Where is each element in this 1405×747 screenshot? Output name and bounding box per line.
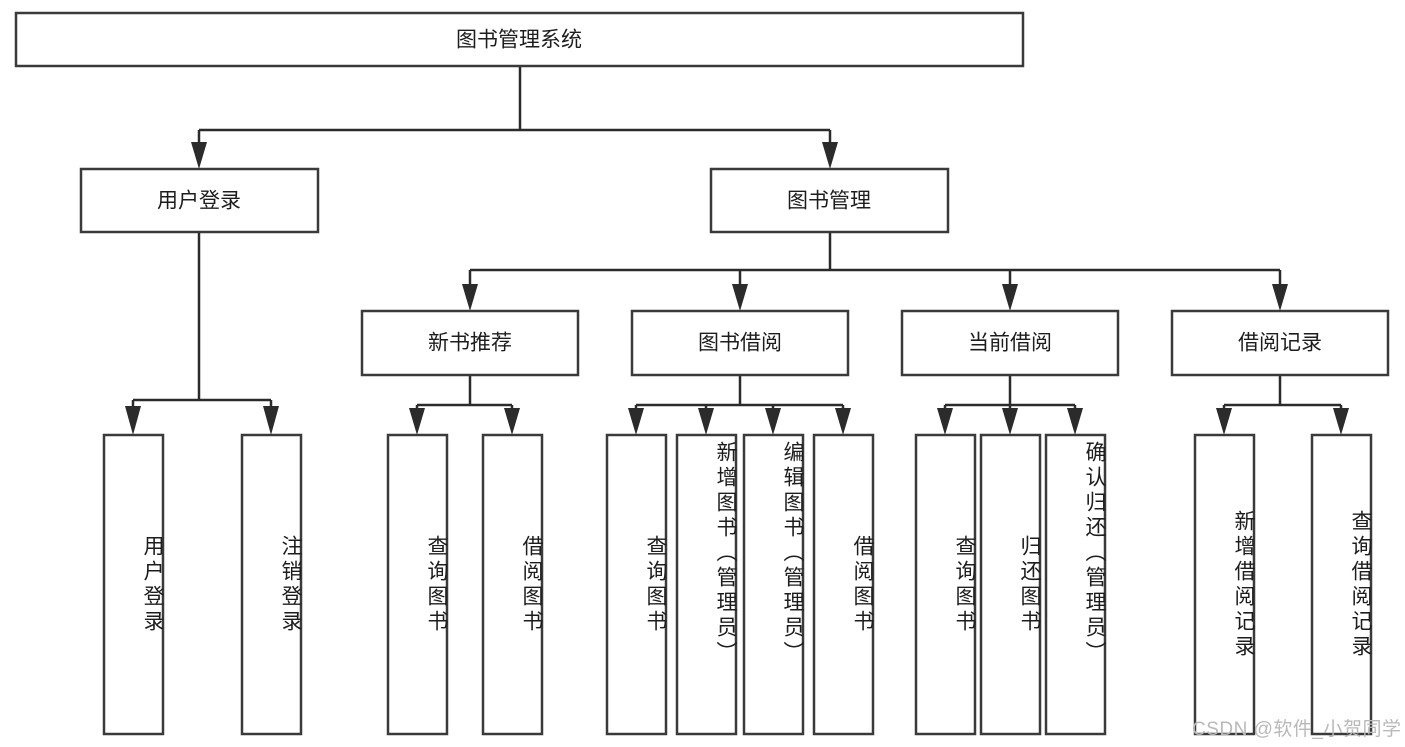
- node-book-borrow-label: 图书借阅: [698, 332, 782, 355]
- arrow-head-leaf-current-borrow-1: [937, 408, 953, 435]
- csdn-watermark: CSDN @软件_小贺同学: [1192, 719, 1402, 740]
- arrow-head-leaf-new-book-1: [409, 408, 425, 435]
- arrow-head-book-borrow: [732, 284, 748, 311]
- leaf-boxes: [102, 433, 1373, 736]
- node-new-book-recommend[interactable]: 新书推荐: [360, 309, 580, 377]
- node-new-book-recommend-box[interactable]: [360, 309, 580, 377]
- node-new-book-recommend-label: 新书推荐: [428, 332, 512, 355]
- arrow-head-leaf-book-borrow-1: [628, 408, 644, 435]
- arrow-head-book-mgmt: [822, 142, 838, 169]
- leaf-box-user-login-2[interactable]: [240, 433, 303, 736]
- node-borrow-record[interactable]: 借阅记录: [1170, 309, 1390, 377]
- leaf-box-book-borrow-4[interactable]: [812, 433, 875, 736]
- node-current-borrow[interactable]: 当前借阅: [900, 309, 1120, 377]
- node-user-login[interactable]: 用户登录: [79, 167, 320, 234]
- node-root[interactable]: 图书管理系统: [14, 11, 1025, 68]
- node-user-login-box[interactable]: [79, 167, 320, 234]
- leaf-box-user-login-1[interactable]: [102, 433, 165, 736]
- node-user-login-label: 用户登录: [157, 190, 241, 213]
- connector-group-root: [191, 66, 838, 169]
- arrow-head-borrow-record: [1272, 284, 1288, 311]
- node-root-box[interactable]: [14, 11, 1025, 68]
- arrow-head-leaf-borrow-record-1: [1216, 408, 1232, 435]
- arrow-head-leaf-new-book-2: [504, 408, 520, 435]
- leaf-box-book-borrow-1[interactable]: [605, 433, 668, 736]
- connector-group-new-book: [409, 375, 520, 435]
- arrow-head-leaf-book-borrow-4: [835, 408, 851, 435]
- leaf-box-book-borrow-2[interactable]: [675, 433, 738, 736]
- arrow-head-leaf-current-borrow-3: [1067, 408, 1083, 435]
- node-current-borrow-box[interactable]: [900, 309, 1120, 377]
- arrow-head-leaf-book-borrow-3: [765, 408, 781, 435]
- leaf-box-current-borrow-1[interactable]: [914, 433, 977, 736]
- node-book-borrow-box[interactable]: [630, 309, 850, 377]
- node-book-management[interactable]: 图书管理: [709, 167, 950, 234]
- node-book-management-label: 图书管理: [787, 190, 871, 213]
- arrow-head-leaf-user-login-1: [125, 406, 141, 435]
- leaf-box-new-book-1[interactable]: [386, 433, 449, 736]
- arrow-head-leaf-borrow-record-2: [1333, 408, 1349, 435]
- leaf-box-new-book-2[interactable]: [481, 433, 544, 736]
- connector-group-user-login: [125, 232, 279, 435]
- leaf-box-current-borrow-3[interactable]: [1044, 433, 1107, 736]
- arrow-head-current-borrow: [1002, 284, 1018, 311]
- connector-group-current-borrow: [937, 375, 1083, 435]
- node-root-label: 图书管理系统: [456, 29, 582, 52]
- arrow-head-leaf-current-borrow-2: [1002, 408, 1018, 435]
- arrow-head-leaf-book-borrow-2: [698, 408, 714, 435]
- leaf-box-current-borrow-2[interactable]: [979, 433, 1042, 736]
- node-book-borrow[interactable]: 图书借阅: [630, 309, 850, 377]
- node-current-borrow-label: 当前借阅: [968, 332, 1052, 355]
- leaf-box-borrow-record-2[interactable]: [1310, 433, 1373, 736]
- node-borrow-record-box[interactable]: [1170, 309, 1390, 377]
- leaf-box-book-borrow-3[interactable]: [742, 433, 805, 736]
- arrow-head-leaf-user-login-2: [263, 406, 279, 435]
- arrow-head-new-book: [462, 284, 478, 311]
- node-borrow-record-label: 借阅记录: [1238, 332, 1322, 355]
- connector-group-book-borrow: [628, 375, 851, 435]
- leaf-box-borrow-record-1[interactable]: [1193, 433, 1256, 736]
- arrow-head-user-login: [191, 142, 207, 169]
- connector-group-book-mgmt: [462, 232, 1288, 311]
- connector-group-borrow-record: [1216, 375, 1349, 435]
- node-book-management-box[interactable]: [709, 167, 950, 234]
